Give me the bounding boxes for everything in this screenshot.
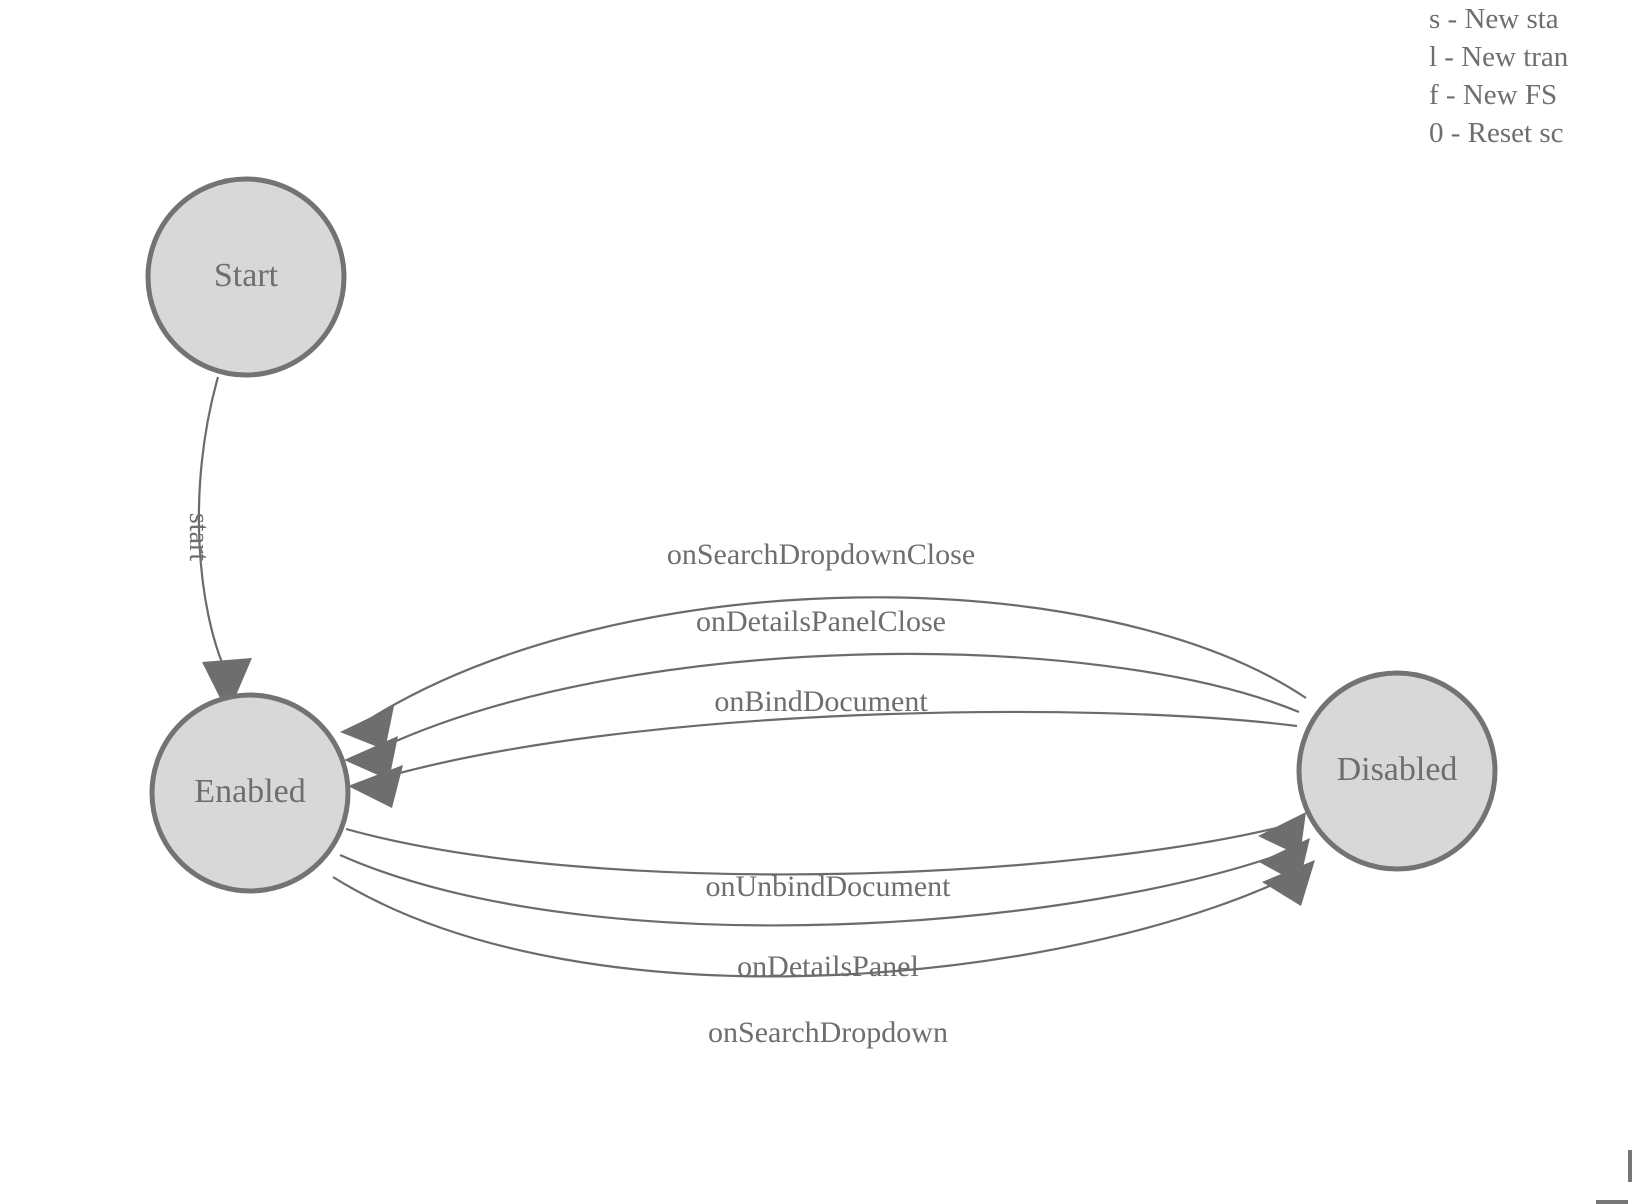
transition-path[interactable] [371, 652, 1300, 753]
arrowhead-icon [344, 736, 398, 780]
state-node-label: Start [214, 257, 279, 294]
arrowhead-icon [348, 765, 403, 808]
transition-start[interactable]: start [183, 376, 252, 714]
state-node-label: Enabled [194, 773, 305, 810]
state-node-label: Disabled [1337, 751, 1458, 788]
transition-path[interactable] [364, 596, 1307, 723]
state-node-circle[interactable] [149, 692, 351, 894]
arrowhead-icon [340, 706, 394, 750]
transition-label: onDetailsPanel [737, 950, 919, 983]
transition-label: onDetailsPanelClose [696, 605, 946, 638]
state-node-start[interactable]: Start [145, 176, 347, 378]
transition-onDetailsPanelClose[interactable]: onDetailsPanelClose [344, 605, 1300, 780]
transition-path[interactable] [339, 844, 1304, 927]
transition-onSearchDropdown[interactable]: onSearchDropdown [332, 860, 1315, 1049]
state-node-circle[interactable] [1296, 670, 1498, 872]
transition-label: onSearchDropdownClose [667, 538, 975, 571]
transition-label: onUnbindDocument [706, 870, 952, 903]
transition-onSearchDropdownClose[interactable]: onSearchDropdownClose [340, 538, 1307, 750]
transition-path[interactable] [377, 710, 1298, 781]
transition-path[interactable] [345, 820, 1301, 876]
state-node-enabled[interactable]: Enabled [149, 692, 351, 894]
horizontal-scrollbar-corner[interactable] [1596, 1200, 1628, 1204]
transition-path[interactable] [197, 376, 228, 673]
arrowhead-icon [1258, 812, 1306, 856]
state-node-circle[interactable] [145, 176, 347, 378]
transition-label: start [183, 513, 214, 561]
transition-label: onBindDocument [714, 685, 928, 718]
transition-label: onSearchDropdown [708, 1016, 948, 1049]
arrowhead-icon [1262, 860, 1315, 906]
transition-onBindDocument[interactable]: onBindDocument [348, 685, 1298, 808]
transition-onDetailsPanel[interactable]: onDetailsPanel [339, 838, 1310, 983]
state-node-disabled[interactable]: Disabled [1296, 670, 1498, 872]
vertical-scrollbar-corner[interactable] [1628, 1150, 1632, 1182]
transition-onUnbindDocument[interactable]: onUnbindDocument [345, 812, 1306, 903]
arrowhead-icon [202, 658, 252, 714]
transition-path[interactable] [332, 867, 1308, 978]
